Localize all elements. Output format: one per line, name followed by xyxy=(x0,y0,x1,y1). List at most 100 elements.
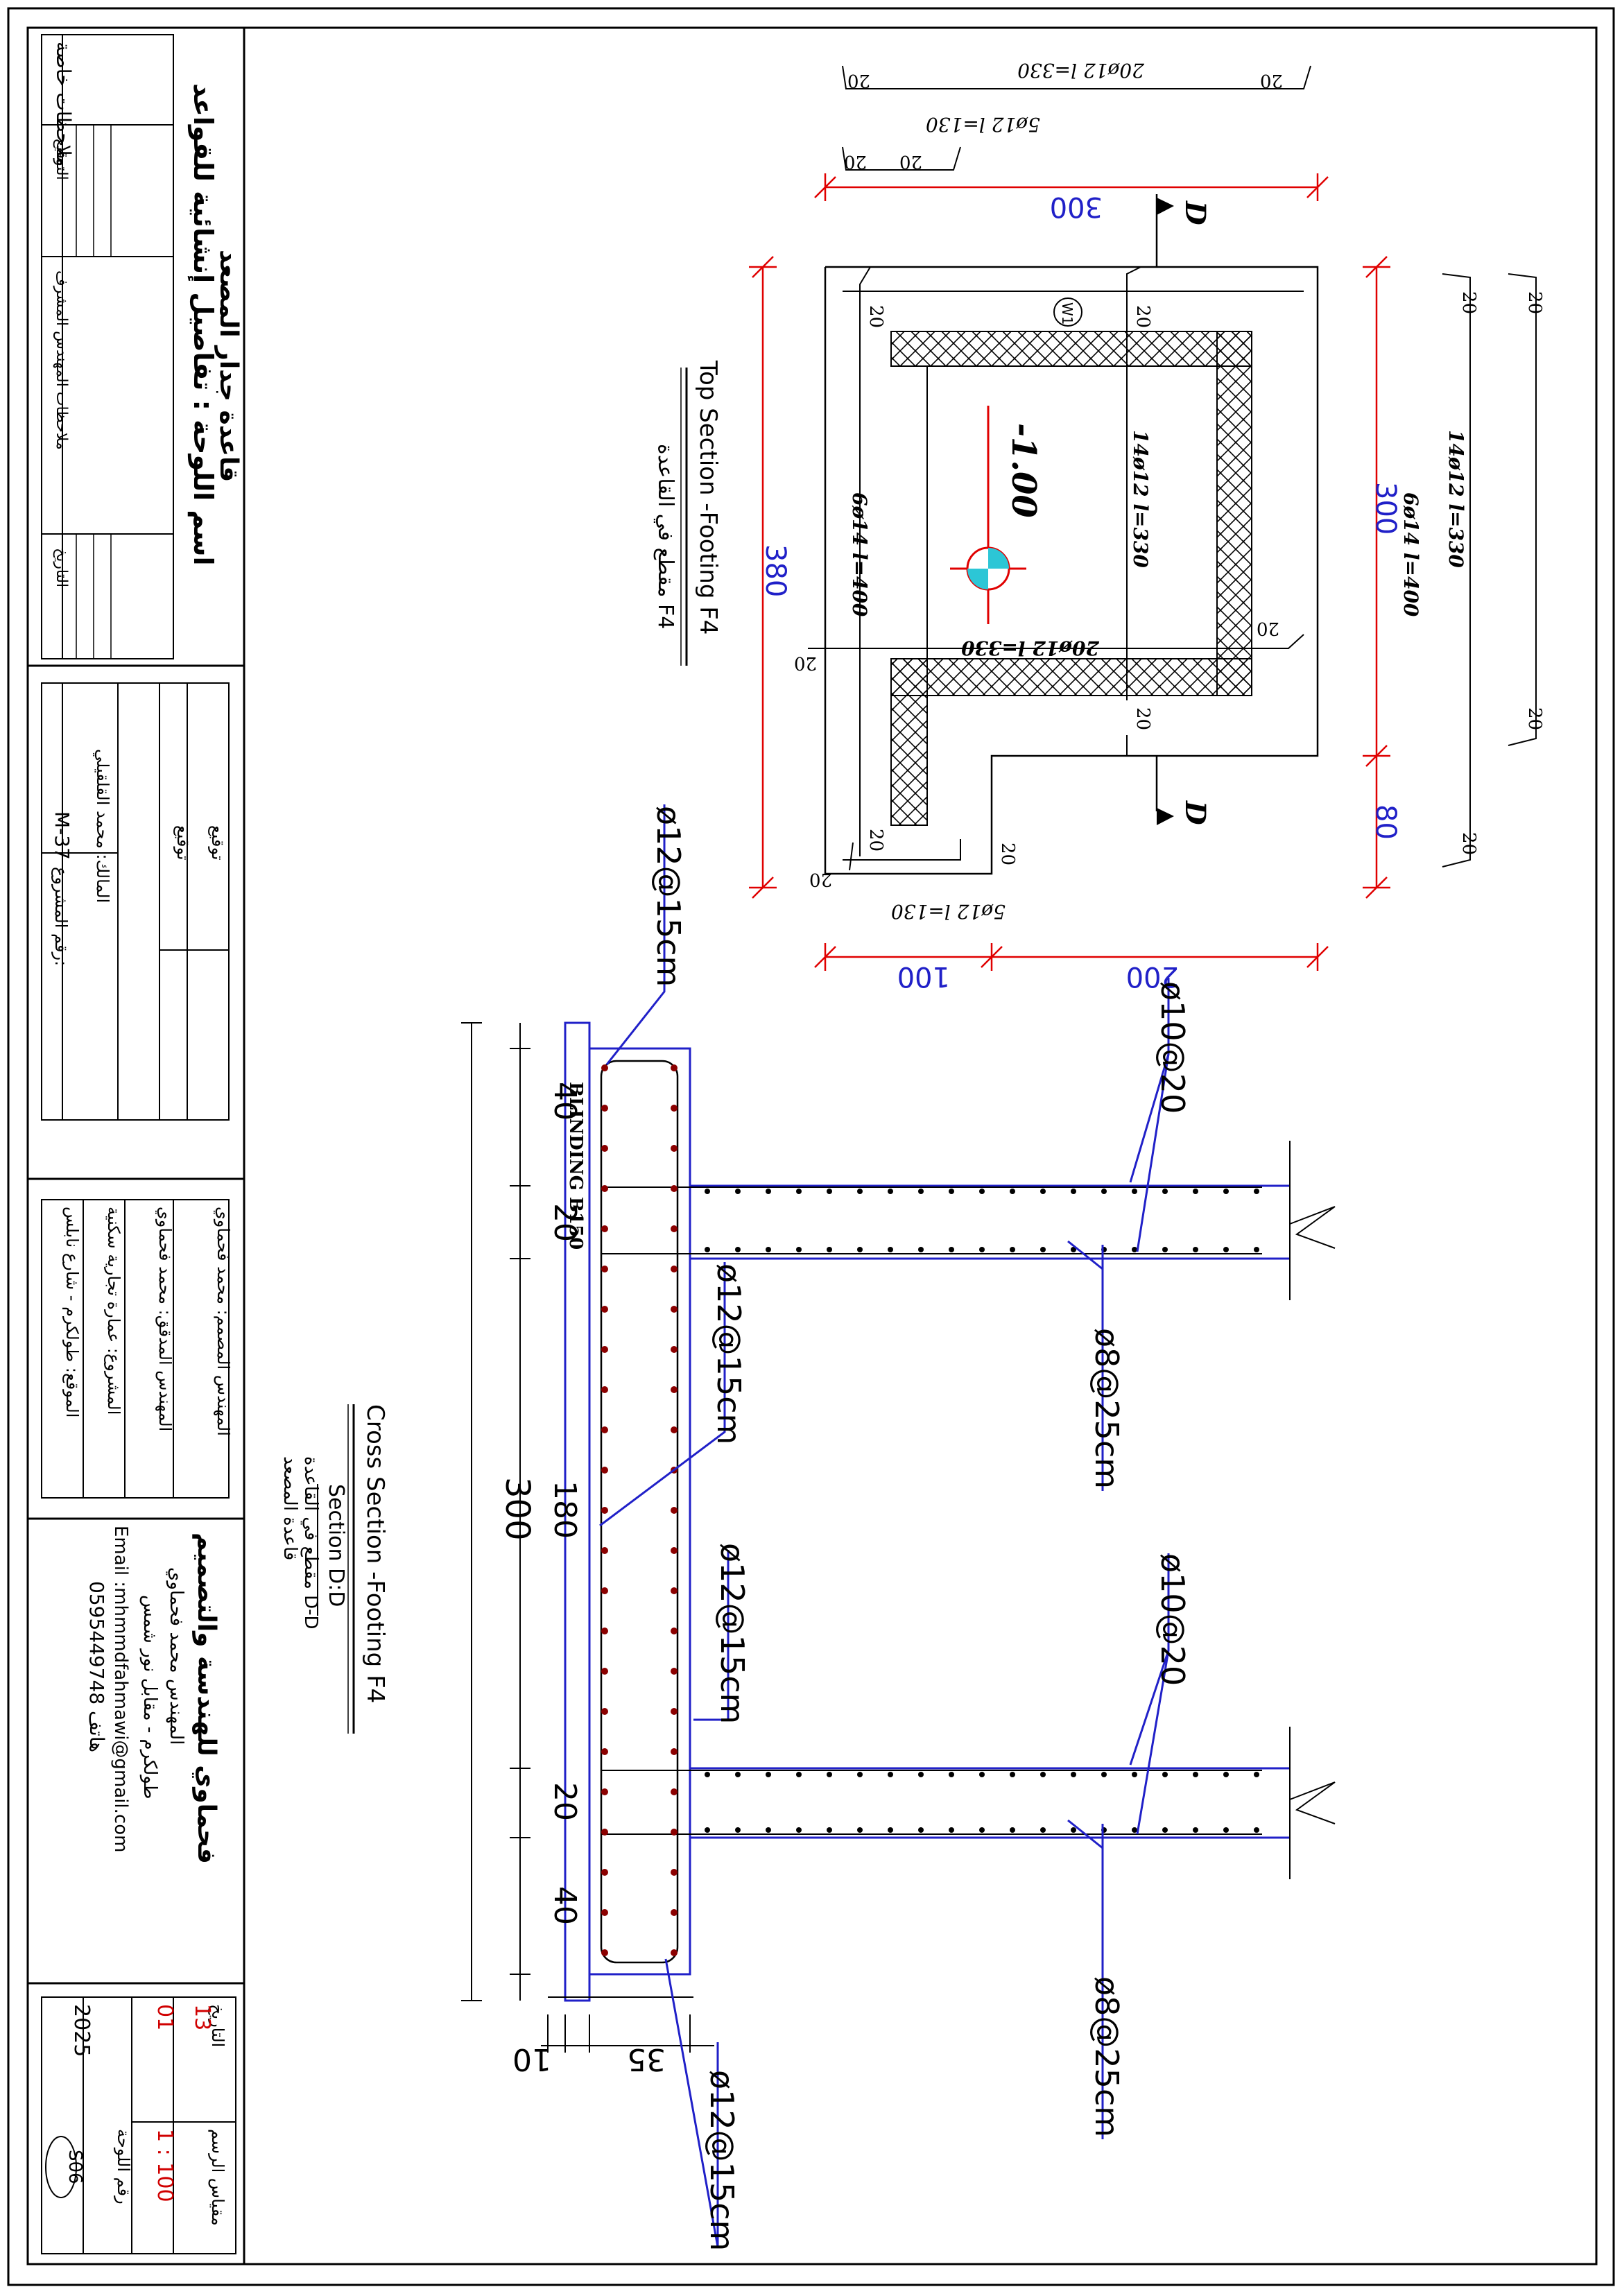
wall-bar-dot xyxy=(1071,1827,1076,1833)
wall-bar-dot xyxy=(705,1189,710,1194)
rebar-dot xyxy=(601,1547,608,1554)
wall-bar-dot xyxy=(1193,1772,1198,1777)
wall-bar-dot xyxy=(1071,1247,1076,1252)
bar-14phi12-plan: 14ø12 l=330 xyxy=(1129,430,1152,568)
dim-top: 300 xyxy=(1050,191,1103,223)
checker-line: المهندس المدقق: محمد فحماوي xyxy=(155,1207,175,1431)
wall-bar-dot xyxy=(827,1247,832,1252)
wall-bar-dot xyxy=(1162,1247,1168,1252)
wall-bar-dot xyxy=(949,1827,954,1833)
hook-plan-7: 20 xyxy=(997,843,1018,865)
wall-bar-dot xyxy=(1071,1772,1076,1777)
rebar-dot xyxy=(601,1869,608,1876)
title-block: ملاحظات خاصة التوقيع ملاحظات المهندس الم… xyxy=(28,34,244,2254)
rebar-dot xyxy=(671,1547,678,1554)
wall-bar-dot xyxy=(796,1247,802,1252)
top-plan: D D W1 -1.00 20ø12 l=330 5ø12 l=130 20 2… xyxy=(653,59,1545,992)
wall-bar-dot xyxy=(888,1772,893,1777)
bar-20phi12-plan: 20ø12 l=330 xyxy=(961,637,1100,659)
bar-6phi14-side: 6ø14 l=400 xyxy=(1399,492,1422,617)
dim-total: 300 xyxy=(498,1477,537,1541)
designer-line: المهندس المصمم: محمد فحماوي xyxy=(214,1207,233,1436)
wall-bar-dot xyxy=(979,1247,985,1252)
rebar-dot xyxy=(671,1426,678,1433)
rebar-dot xyxy=(671,1788,678,1795)
special-notes-label: ملاحظات خاصة xyxy=(52,42,75,166)
dim-left-total: 380 xyxy=(759,544,791,597)
callout-4: ø8@25cm xyxy=(1088,1328,1125,1489)
callout-1: ø12@15cm xyxy=(650,806,687,987)
wall-bar-dot xyxy=(827,1827,832,1833)
rebar-dot xyxy=(601,1266,608,1272)
project-number: M-37 xyxy=(51,811,74,860)
hook-side-1: 20 xyxy=(1458,291,1479,314)
rebar-dot xyxy=(671,1748,678,1755)
wall-bar-dot xyxy=(949,1772,954,1777)
section-title-ar: مقطع في القاعدة D-D xyxy=(300,1456,321,1630)
dim-20b: 20 xyxy=(547,1782,583,1821)
wall-bar-dot xyxy=(1010,1772,1015,1777)
signature-label-2: توقيع xyxy=(208,825,227,861)
wall-bar-dot xyxy=(1223,1189,1229,1194)
rebar-dot xyxy=(671,1185,678,1192)
hook-plan-2: 20 xyxy=(1132,305,1153,328)
rebar-dot xyxy=(601,1708,608,1715)
wall-bar-dot xyxy=(735,1247,741,1252)
rebar-dot xyxy=(601,1748,608,1755)
rebar-dot xyxy=(601,1185,608,1192)
hook-plan-5: 20 xyxy=(1132,707,1153,730)
rebar-dot xyxy=(671,1949,678,1956)
rebar-dot xyxy=(601,1225,608,1232)
rebar-dot xyxy=(601,1306,608,1313)
rebar-dot xyxy=(601,1949,608,1956)
wall-bar-dot xyxy=(857,1189,863,1194)
wall-bar-dot xyxy=(1132,1247,1137,1252)
dim-20a: 20 xyxy=(547,1203,583,1242)
wall-bar-dot xyxy=(1132,1189,1137,1194)
rebar-dot xyxy=(601,1587,608,1594)
wall-tag: W1 xyxy=(1059,302,1076,325)
rebar-dot xyxy=(671,1306,678,1313)
rebar-dot xyxy=(601,1628,608,1634)
bar-5phi12-top: 5ø12 l=130 xyxy=(926,113,1040,136)
dim-40b: 40 xyxy=(547,1886,583,1925)
wall-bar-dot xyxy=(888,1247,893,1252)
hook-side-2: 20 xyxy=(1524,291,1545,314)
rebar-dot xyxy=(671,1225,678,1232)
wall-bar-dot xyxy=(1193,1189,1198,1194)
wall-bar-dot xyxy=(949,1247,954,1252)
wall-bar-dot xyxy=(1223,1772,1229,1777)
day: 13 xyxy=(190,2004,214,2030)
wall-bar-dot xyxy=(796,1189,802,1194)
rebar-dot xyxy=(601,1507,608,1514)
rebar-dot xyxy=(601,1064,608,1071)
wall-bar-dot xyxy=(1254,1827,1259,1833)
project-line: المشروع: عمارة تجارية سكنية xyxy=(104,1207,123,1415)
dim-10: 10 xyxy=(512,2042,551,2077)
date-section-label: التاريخ xyxy=(208,2004,227,2047)
wall-bar-dot xyxy=(766,1772,771,1777)
wall-bar-dot xyxy=(1040,1189,1046,1194)
wall-bar-dot xyxy=(918,1827,924,1833)
date-label: التاريخ xyxy=(53,548,70,587)
rebar-dot xyxy=(601,1668,608,1675)
wall-bar-dot xyxy=(735,1189,741,1194)
hook-top-3: 20 xyxy=(1260,70,1283,91)
hook-plan-8: 20 xyxy=(809,869,832,890)
bar-5phi12-bottom: 5ø12 l=130 xyxy=(891,900,1006,923)
dim-40a: 40 xyxy=(547,1082,583,1121)
wall-bar-dot xyxy=(1040,1247,1046,1252)
wall-bar-dot xyxy=(766,1827,771,1833)
wall-bar-dot xyxy=(1254,1189,1259,1194)
dim-35: 35 xyxy=(627,2042,666,2077)
rebar-dot xyxy=(671,1829,678,1836)
dim-right-lower: 80 xyxy=(1370,804,1401,840)
hook-side-3: 20 xyxy=(1524,707,1545,730)
outer-border xyxy=(7,7,1615,2286)
sheet-no-label: رقم اللوحة xyxy=(114,2129,133,2204)
wall-bar-dot xyxy=(705,1247,710,1252)
blinding-label: BLINDING B150 xyxy=(565,1082,586,1250)
dim-right-upper: 300 xyxy=(1370,482,1401,535)
